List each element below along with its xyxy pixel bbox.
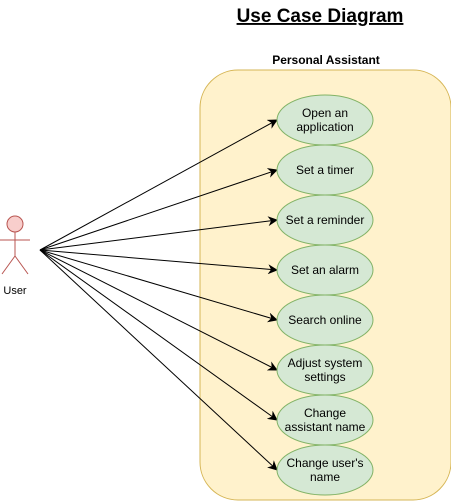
use-case: Search online — [276, 294, 374, 346]
use-case-label: settings — [304, 370, 345, 384]
use-case-label: Set an alarm — [291, 263, 359, 277]
use-case-label: Set a timer — [296, 163, 354, 177]
system-boundary-label: Personal Assistant — [272, 53, 380, 67]
association-arrow — [39, 249, 278, 275]
use-case: Set a timer — [276, 144, 374, 196]
use-case-ellipse — [276, 444, 374, 496]
diagram-title: Use Case Diagram — [237, 6, 404, 27]
use-case: Set a reminder — [276, 194, 374, 246]
association-arrow — [39, 119, 278, 251]
use-case-label: Set a reminder — [286, 213, 365, 227]
association-arrow — [39, 216, 278, 251]
association-arrow — [39, 249, 278, 371]
association-arrow — [39, 168, 278, 251]
actor-label: User — [3, 285, 27, 297]
actor-head — [6, 215, 24, 233]
use-case-label: Change user's — [286, 456, 363, 470]
use-case-label: Change — [304, 406, 346, 420]
use-case-label: assistant name — [285, 420, 366, 434]
association-arrow — [39, 249, 278, 471]
use-case-label: Adjust system — [288, 356, 363, 370]
user-actor: User — [0, 215, 30, 297]
use-case-label: Search online — [288, 313, 362, 327]
use-case-label: name — [310, 470, 340, 484]
use-case: Set an alarm — [276, 244, 374, 296]
associations — [39, 119, 278, 471]
association-arrow — [39, 249, 278, 323]
actor-leg-left — [1, 255, 16, 275]
use-case-label: application — [296, 120, 353, 134]
use-case-label: Open an — [302, 106, 348, 120]
association-arrow — [39, 249, 278, 421]
actor-leg-right — [14, 255, 29, 275]
